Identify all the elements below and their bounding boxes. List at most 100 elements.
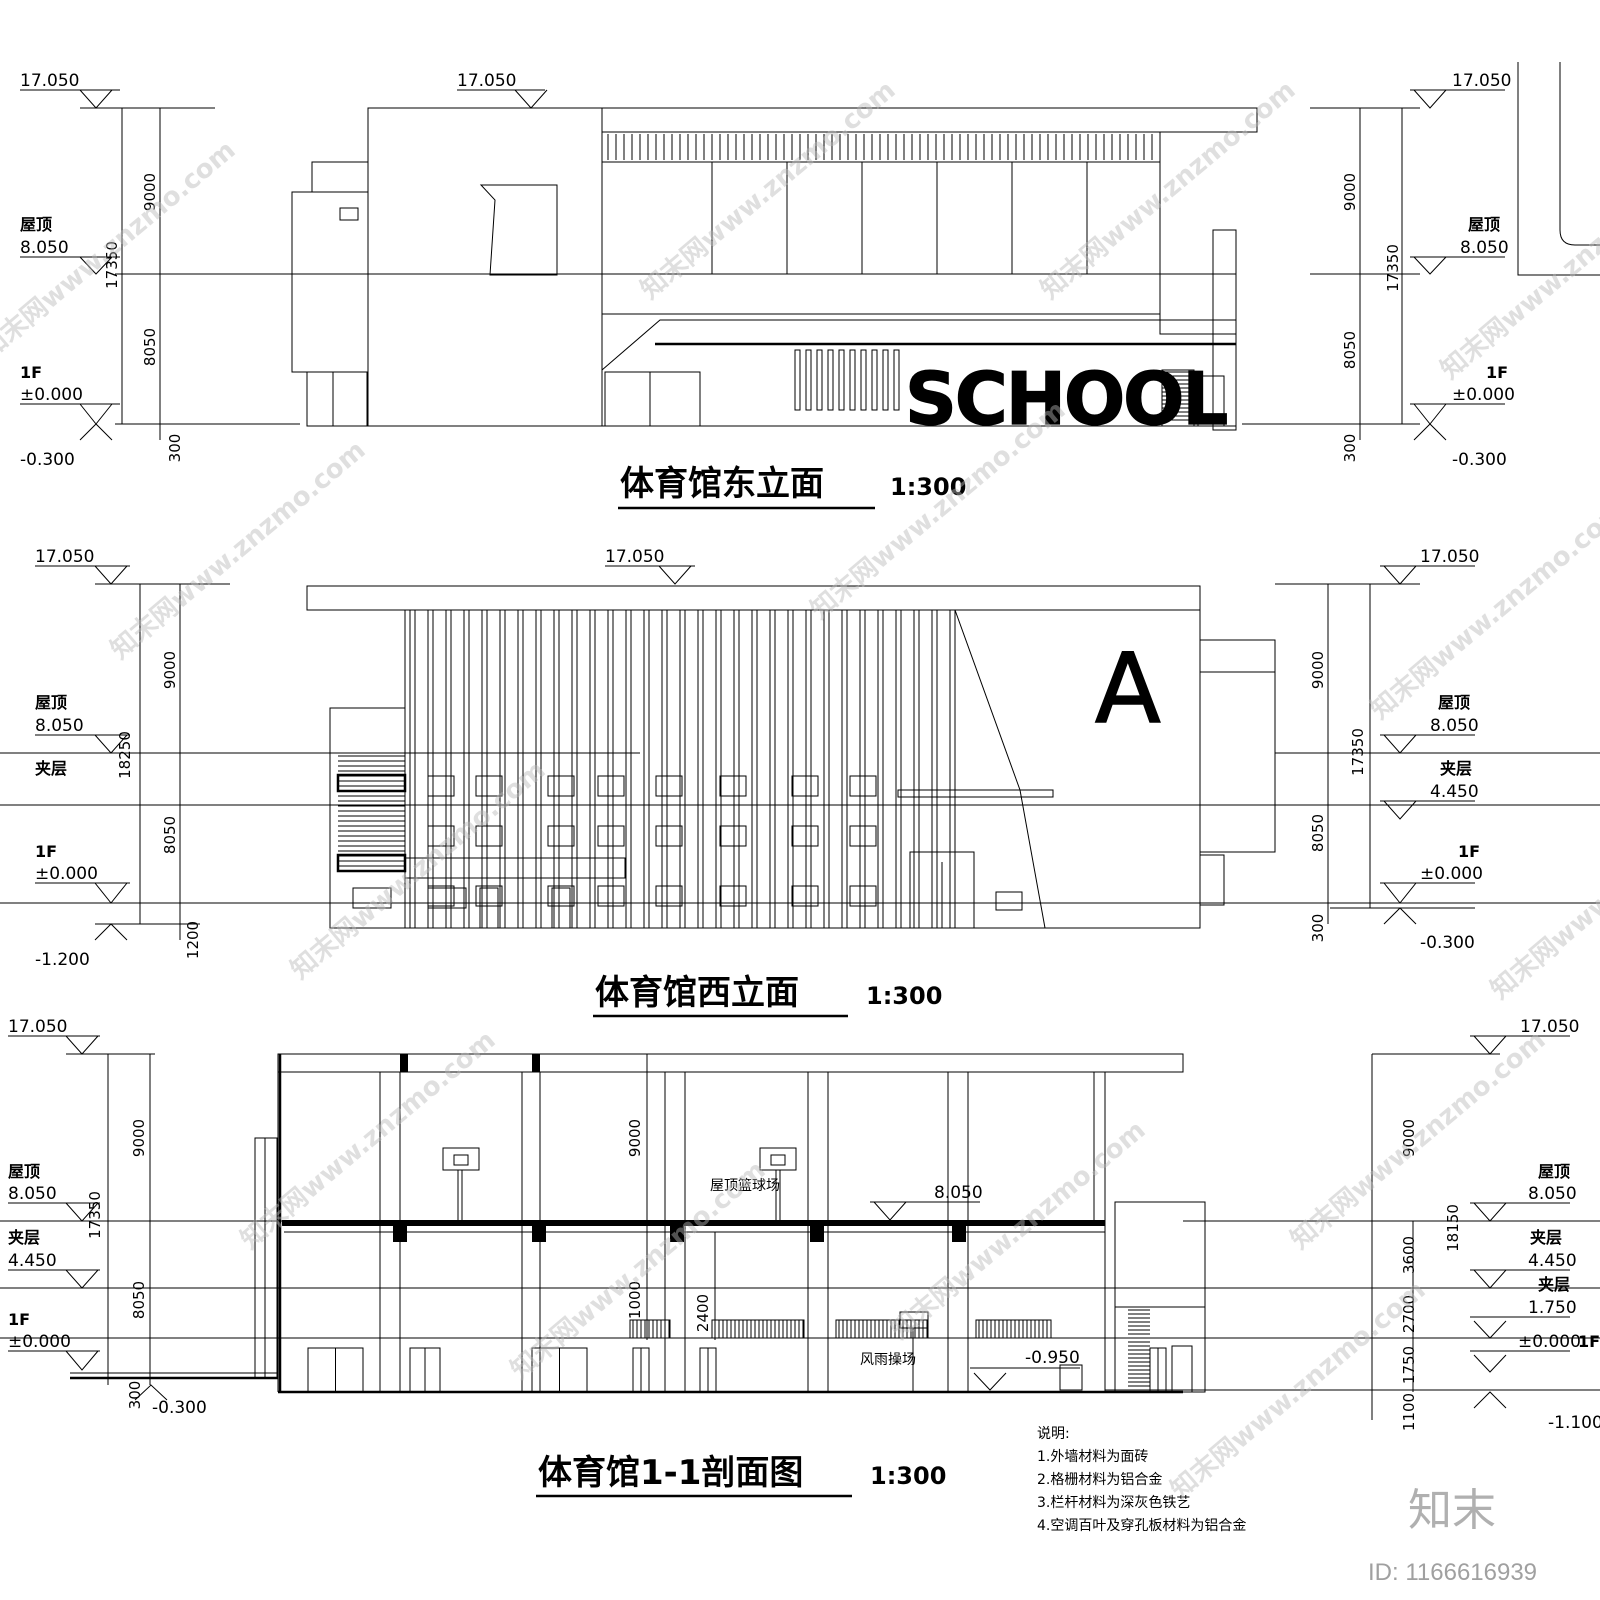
section-left-dim-base: 300 — [126, 1381, 144, 1410]
section-inner-roof-level: 8.050 — [934, 1183, 983, 1203]
west-left-roof-level: 8.050 — [35, 716, 84, 736]
east-left-1f-level: ±0.000 — [20, 385, 83, 405]
beam — [810, 1220, 824, 1242]
facade-fin — [849, 349, 856, 411]
section-left-dim-upper: 9000 — [130, 1119, 148, 1157]
section-right-dim-total: 18150 — [1444, 1204, 1462, 1252]
beam — [532, 1054, 540, 1072]
west-right-top-level: 17.050 — [1420, 547, 1479, 567]
east-right-roof-label: 屋顶 — [1468, 215, 1500, 234]
west-top-center-level: 17.050 — [605, 547, 664, 567]
east-left-dim-total: 17350 — [103, 241, 121, 289]
window — [719, 825, 747, 847]
west-right-mezz-label: 夹层 — [1440, 759, 1472, 778]
section-right-mezz-level: 4.450 — [1528, 1251, 1577, 1271]
east-right-1f-label: 1F — [1486, 363, 1508, 382]
facade-fin — [827, 349, 834, 411]
west-left-mezz-label: 夹层 — [35, 759, 67, 778]
section-right-roof-level: 8.050 — [1528, 1184, 1577, 1204]
facade-fin — [816, 349, 823, 411]
brand-logo: 知末 — [1408, 1485, 1496, 1536]
east-right-dim-base: 300 — [1341, 434, 1359, 463]
railing — [835, 1319, 929, 1339]
window — [849, 885, 877, 907]
window — [719, 775, 747, 797]
notes-block: 说明: 1.外墙材料为面砖 2.格栅材料为铝合金 3.栏杆材料为深灰色铁艺 4.… — [1037, 1426, 1246, 1534]
roof-court-label: 屋顶篮球场 — [710, 1178, 780, 1194]
window — [475, 885, 503, 907]
section-inner-dim-d1: 1000 — [626, 1281, 644, 1319]
facade-fin — [805, 349, 812, 411]
section-right-1f-label: 1F — [1578, 1332, 1600, 1351]
west-left-top-level: 17.050 — [35, 547, 94, 567]
beam — [400, 1054, 408, 1072]
section-right-roof-label: 屋顶 — [1538, 1162, 1570, 1181]
west-right-dim-total: 17350 — [1349, 728, 1367, 776]
note-item-2: 2.格栅材料为铝合金 — [1037, 1472, 1162, 1488]
beam — [952, 1220, 966, 1242]
west-left-1f-level: ±0.000 — [35, 864, 98, 884]
west-right-1f-label: 1F — [1458, 842, 1480, 861]
notes-heading: 说明: — [1037, 1426, 1070, 1442]
section-pit-level: -0.950 — [1025, 1348, 1080, 1368]
west-left-dim-lower: 8050 — [161, 816, 179, 854]
section-left-mezz-level: 4.450 — [8, 1251, 57, 1271]
section-left-mezz-label: 夹层 — [8, 1228, 40, 1247]
note-item-4: 4.空调百叶及穿孔板材料为铝合金 — [1037, 1518, 1246, 1534]
window — [849, 775, 877, 797]
west-scale: 1:300 — [866, 982, 942, 1010]
east-left-1f-label: 1F — [20, 363, 42, 382]
railing — [711, 1319, 805, 1339]
window — [547, 825, 575, 847]
east-left-dim-lower: 8050 — [141, 328, 159, 366]
beam — [670, 1220, 684, 1242]
section-right-mezz2-level: 1.750 — [1528, 1298, 1577, 1318]
section-left-top-level: 17.050 — [8, 1017, 67, 1037]
window — [547, 775, 575, 797]
section-right-mezz2-label: 夹层 — [1538, 1275, 1570, 1294]
east-left-top-level: 17.050 — [20, 71, 79, 91]
watermark-text: 知末网www.znzmo.com — [1365, 495, 1600, 725]
section-right-1f-level: ±0.000 — [1518, 1332, 1581, 1352]
basketball-hoop-right-icon — [759, 1147, 797, 1220]
west-right-dim-lower: 8050 — [1309, 814, 1327, 852]
facade-fin — [893, 349, 900, 411]
section-right-dim-base: 1100 — [1400, 1393, 1418, 1431]
east-scale: 1:300 — [890, 473, 966, 501]
window — [427, 825, 455, 847]
east-right-1f-level: ±0.000 — [1452, 385, 1515, 405]
east-louvers — [607, 134, 1153, 160]
section-inner-dim-upper: 9000 — [626, 1119, 644, 1157]
west-elevation: 17.050 屋顶 8.050 夹层 1F ±0.000 -1.200 9000… — [0, 547, 1600, 1018]
window — [597, 825, 625, 847]
watermark-text: 知末网www.znzmo.com — [285, 755, 551, 985]
door — [479, 887, 499, 929]
east-school-sign: SCHOOL — [905, 357, 1226, 441]
window — [719, 885, 747, 907]
east-elevation: 17.050 屋顶 8.050 1F ±0.000 -0.300 9000 80… — [20, 62, 1600, 510]
window — [655, 825, 683, 847]
west-left-dim-total: 18250 — [116, 731, 134, 779]
section-right-dim-d2: 2700 — [1400, 1295, 1418, 1333]
watermark-text: 知末网www.znzmo.com — [505, 1155, 771, 1385]
east-left-dim-base: 300 — [166, 434, 184, 463]
section-right-top-level: 17.050 — [1520, 1017, 1579, 1037]
west-a-sign: A — [1095, 633, 1161, 745]
watermark-text: 知末网www.znzmo.com — [105, 435, 371, 665]
facade-fin — [860, 349, 867, 411]
facade-fin — [838, 349, 845, 411]
section-scale: 1:300 — [870, 1462, 946, 1490]
window — [597, 885, 625, 907]
section-right-dim-d3: 1750 — [1400, 1346, 1418, 1384]
section-left-dim-lower: 8050 — [130, 1281, 148, 1319]
watermark-text: 知末网www.znzmo.com — [1485, 775, 1600, 1005]
east-left-base-level: -0.300 — [20, 450, 75, 470]
window — [352, 887, 392, 909]
west-right-1f-level: ±0.000 — [1420, 864, 1483, 884]
section-left-dim-total: 17350 — [86, 1191, 104, 1239]
section-right-dim-d1: 3600 — [1400, 1236, 1418, 1274]
east-left-dim-upper: 9000 — [141, 173, 159, 211]
window — [655, 775, 683, 797]
watermark-text: 知末网www.znzmo.com — [885, 1115, 1151, 1345]
